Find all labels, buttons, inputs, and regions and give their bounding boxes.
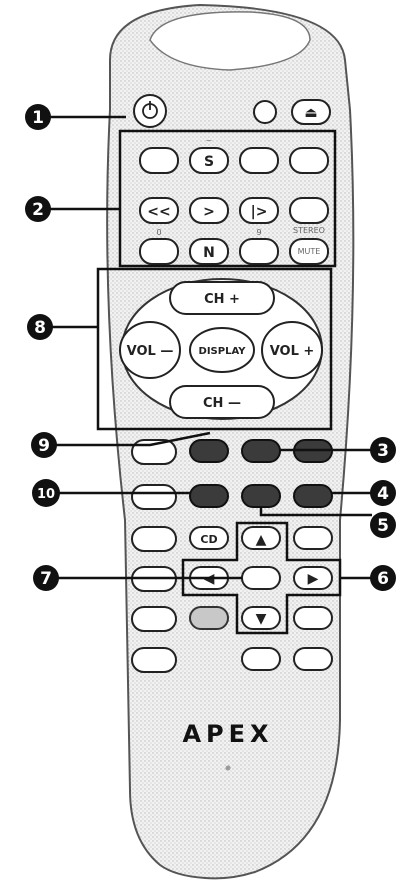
left-label-button-5[interactable] [132,607,176,631]
brand-logo: APEX [182,720,273,748]
display-label: DISPLAY [199,346,247,357]
callout-2: 2 [25,196,51,222]
keypad-button-r3-c1[interactable] [140,239,178,264]
svg-text:5: 5 [377,516,389,536]
left-label-button-3[interactable] [132,527,176,551]
keypad-button-r2-c4[interactable] [290,198,328,223]
svg-text:8: 8 [34,318,46,338]
keypad-r2-c2-icon: > [203,204,215,220]
svg-text:3: 3 [377,441,389,461]
svg-text:7: 7 [40,569,52,589]
setup-button[interactable] [190,607,228,629]
power-button[interactable] [134,95,166,127]
bottom-right-button[interactable] [294,648,332,670]
svg-text:4: 4 [377,484,389,504]
keypad-r2-c3-icon: |> [251,204,268,220]
svg-text:2: 2 [32,200,44,220]
keypad-button-r3-c3[interactable] [240,239,278,264]
callout-10: 10 [32,479,60,507]
bottom-left-button[interactable] [132,648,176,672]
svg-text:1: 1 [32,108,44,128]
ch-up-label: CH + [204,292,240,307]
stereo-label: STEREO [293,226,325,235]
keypad-tilde-label: ~ [206,136,213,145]
keypad-r1-c2-icon: S [204,154,214,170]
arrow-right-icon: ▶ [308,571,319,587]
keypad-button-r1-c1[interactable] [140,148,178,173]
keypad-zero-label: 0 [156,228,161,237]
enter-button[interactable] [242,567,280,589]
callout-4: 4 [370,480,396,506]
callout-5: 5 [370,512,396,538]
callout-1: 1 [25,104,51,130]
keypad-r2-c1-icon: << [147,204,170,220]
arrow-up-icon: ▲ [256,532,267,548]
callout-3: 3 [370,437,396,463]
keypad-button-r1-c4[interactable] [290,148,328,173]
pause-button[interactable] [190,485,228,507]
keypad-r3-c4-label: MUTE [298,247,321,256]
vol-down-label: VOL — [127,344,174,359]
right-bottom-button[interactable] [294,607,332,629]
arrow-down-icon: ▼ [256,611,267,627]
vol-up-label: VOL + [270,344,315,359]
record-button[interactable] [294,485,332,507]
nav-cluster: CH + CH — VOL — VOL + DISPLAY [120,279,322,419]
keypad-r3-c2-label: N [203,245,215,261]
keypad-nine-label: 9 [256,228,261,237]
ch-down-label: CH — [203,396,241,411]
cd-icon: CD [200,533,217,546]
stop-button[interactable] [242,440,280,462]
play-button[interactable] [242,485,280,507]
keypad-button-r1-c3[interactable] [240,148,278,173]
skip-back-button[interactable] [190,440,228,462]
top-right-icon: ⏏ [304,105,317,121]
top-right-small-button[interactable] [294,527,332,549]
callout-7: 7 [33,565,59,591]
callout-6: 6 [370,565,396,591]
callout-9: 9 [31,432,57,458]
brand-dot [226,766,231,771]
callout-8: 8 [27,314,53,340]
svg-text:9: 9 [38,436,50,456]
left-label-button-2[interactable] [132,485,176,509]
bottom-mid-button[interactable] [242,648,280,670]
top-round-button[interactable] [254,101,276,123]
svg-text:10: 10 [37,487,55,502]
svg-text:6: 6 [377,569,389,589]
